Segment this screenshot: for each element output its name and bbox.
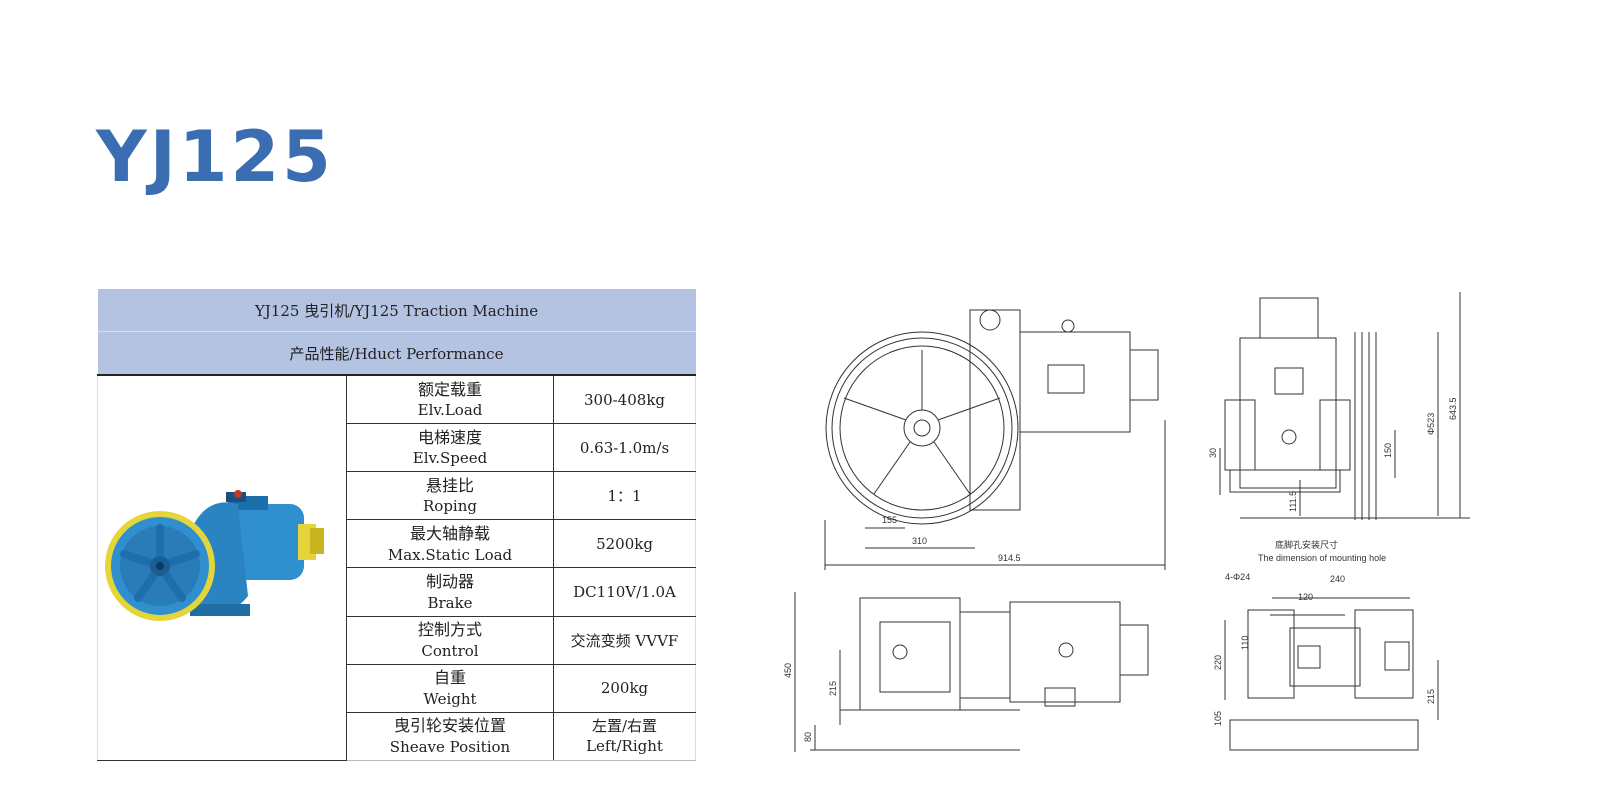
dim-label: 643.5 xyxy=(1448,397,1458,420)
side-view-drawing xyxy=(1219,292,1470,520)
table-row: 自重 Weight 200kg xyxy=(98,664,696,713)
spec-label-roping: 悬挂比 Roping xyxy=(346,471,554,521)
spec-label-static-load: 最大轴静载 Max.Static Load xyxy=(346,519,554,569)
page-title: YJ125 xyxy=(96,116,334,198)
front-view-drawing xyxy=(824,309,1166,570)
spec-value-brake: DC110V/1.0A xyxy=(553,567,696,617)
table-row: 制动器 Brake DC110V/1.0A xyxy=(98,567,696,617)
dim-label: 215 xyxy=(828,681,838,696)
table-header-title: YJ125 曳引机/YJ125 Traction Machine xyxy=(97,289,696,332)
spec-value-static-load: 5200kg xyxy=(553,519,696,569)
spec-value-load: 300-408kg xyxy=(553,375,696,425)
dim-label: 450 xyxy=(783,663,793,678)
dim-label: 220 xyxy=(1213,655,1223,670)
spec-label-speed: 电梯速度 Elv.Speed xyxy=(346,423,554,473)
dim-label: 310 xyxy=(912,536,927,546)
table-row: 最大轴静载 Max.Static Load 5200kg xyxy=(98,519,696,569)
dim-label: 150 xyxy=(1383,443,1393,458)
spec-label-load: 额定载重 Elv.Load xyxy=(346,375,554,425)
spec-label-control: 控制方式 Control xyxy=(346,616,554,665)
table-row: 额定载重 Elv.Load 300-408kg xyxy=(97,375,696,761)
spec-value-weight: 200kg xyxy=(553,664,696,713)
dim-label: 30 xyxy=(1208,448,1218,458)
spec-label-brake: 制动器 Brake xyxy=(346,567,554,617)
table-header-performance: 产品性能/Hduct Performance xyxy=(97,331,696,376)
top-view-drawing xyxy=(794,592,1149,752)
product-image-cell xyxy=(97,375,347,761)
dim-label: 105 xyxy=(1213,711,1223,726)
spec-label-weight: 自重 Weight xyxy=(346,664,554,713)
spec-label-sheave-position: 曳引轮安装位置 Sheave Position xyxy=(346,712,554,762)
mounting-caption-en: The dimension of mounting hole xyxy=(1258,553,1386,563)
spec-value-control: 交流变频 VVVF xyxy=(553,616,696,665)
dim-label: 4-Φ24 xyxy=(1225,572,1250,582)
mounting-view-drawing xyxy=(1224,597,1439,751)
table-row: 曳引轮安装位置 Sheave Position 左置/右置 Left/Right xyxy=(98,712,696,762)
table-row: 电梯速度 Elv.Speed 0.63-1.0m/s xyxy=(98,423,696,473)
dim-label: 215 xyxy=(1426,689,1436,704)
dim-label: 155 xyxy=(882,515,897,525)
traction-machine-image xyxy=(105,490,324,621)
spec-value-speed: 0.63-1.0m/s xyxy=(553,423,696,473)
dim-label: 120 xyxy=(1298,592,1313,602)
spec-value-sheave-position: 左置/右置 Left/Right xyxy=(553,712,696,762)
table-header-title-row: YJ125 曳引机/YJ125 Traction Machine xyxy=(97,289,696,332)
dim-label: 110 xyxy=(1240,636,1250,650)
table-header-performance-row: 产品性能/Hduct Performance xyxy=(97,331,696,376)
table-row: 控制方式 Control 交流变频 VVVF xyxy=(98,616,696,665)
dim-label: Φ523 xyxy=(1426,413,1436,435)
mounting-caption-cn: 底脚孔安装尺寸 xyxy=(1275,539,1338,550)
dim-label: 240 xyxy=(1330,574,1345,584)
technical-drawings: 155 310 914.5 643.5 Φ523 150 30 111.5 45… xyxy=(783,292,1470,752)
dim-label: 111.5 xyxy=(1288,491,1298,512)
dim-label: 914.5 xyxy=(998,553,1021,563)
dim-label: 80 xyxy=(803,732,813,742)
table-row: 悬挂比 Roping 1：1 xyxy=(98,471,696,521)
spec-table: YJ125 曳引机/YJ125 Traction Machine 产品性能/Hd… xyxy=(97,289,696,762)
spec-value-roping: 1：1 xyxy=(553,471,696,521)
